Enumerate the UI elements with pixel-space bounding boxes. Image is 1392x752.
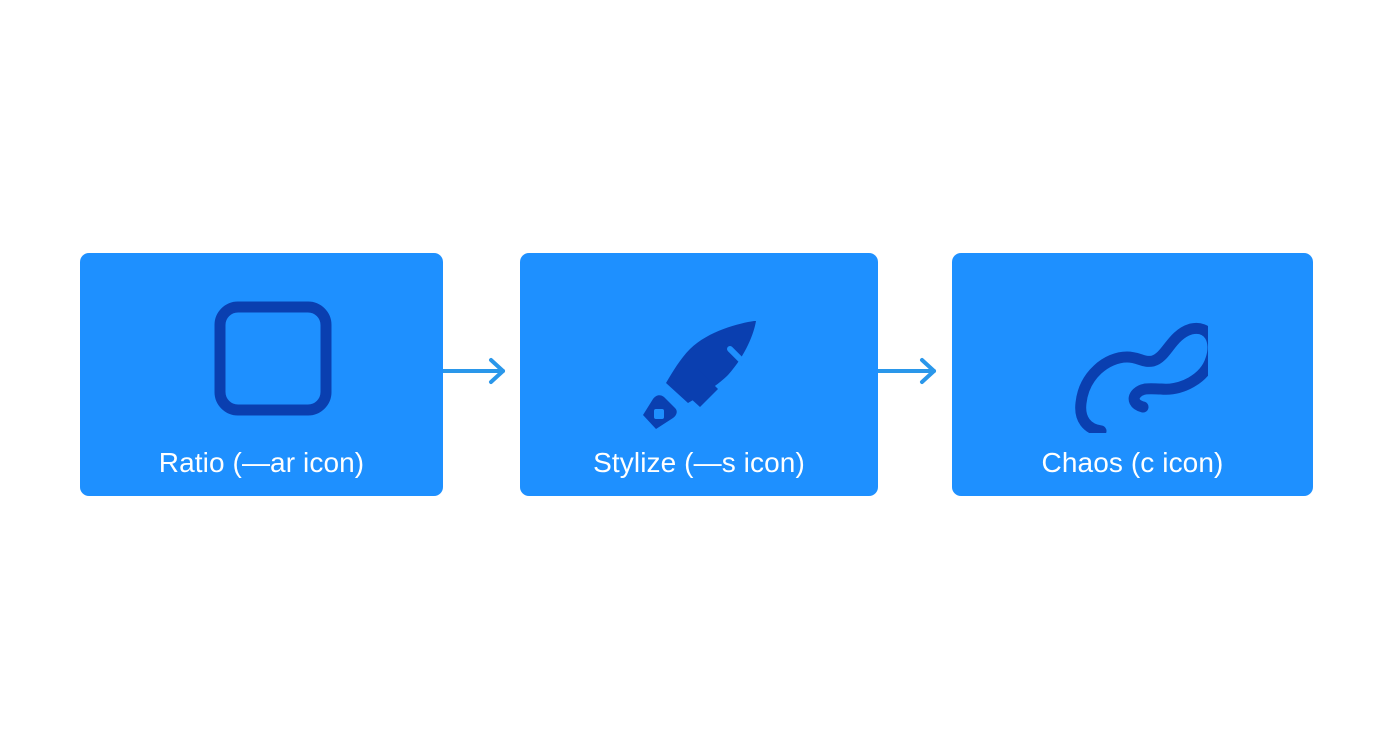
step-card-ratio: Ratio (—ar icon) [80,253,443,496]
arrow-right-icon [878,356,940,386]
arrow-right-icon [443,356,509,386]
squiggle-icon [1058,283,1208,433]
rounded-square-icon [187,283,337,433]
step-label-stylize: Stylize (—s icon) [593,447,805,478]
step-label-chaos: Chaos (c icon) [1041,447,1224,478]
step-label-ratio: Ratio (—ar icon) [158,447,365,478]
paintbrush-icon [624,283,774,433]
step-card-chaos: Chaos (c icon) [952,253,1313,496]
step-card-stylize: Stylize (—s icon) [520,253,878,496]
